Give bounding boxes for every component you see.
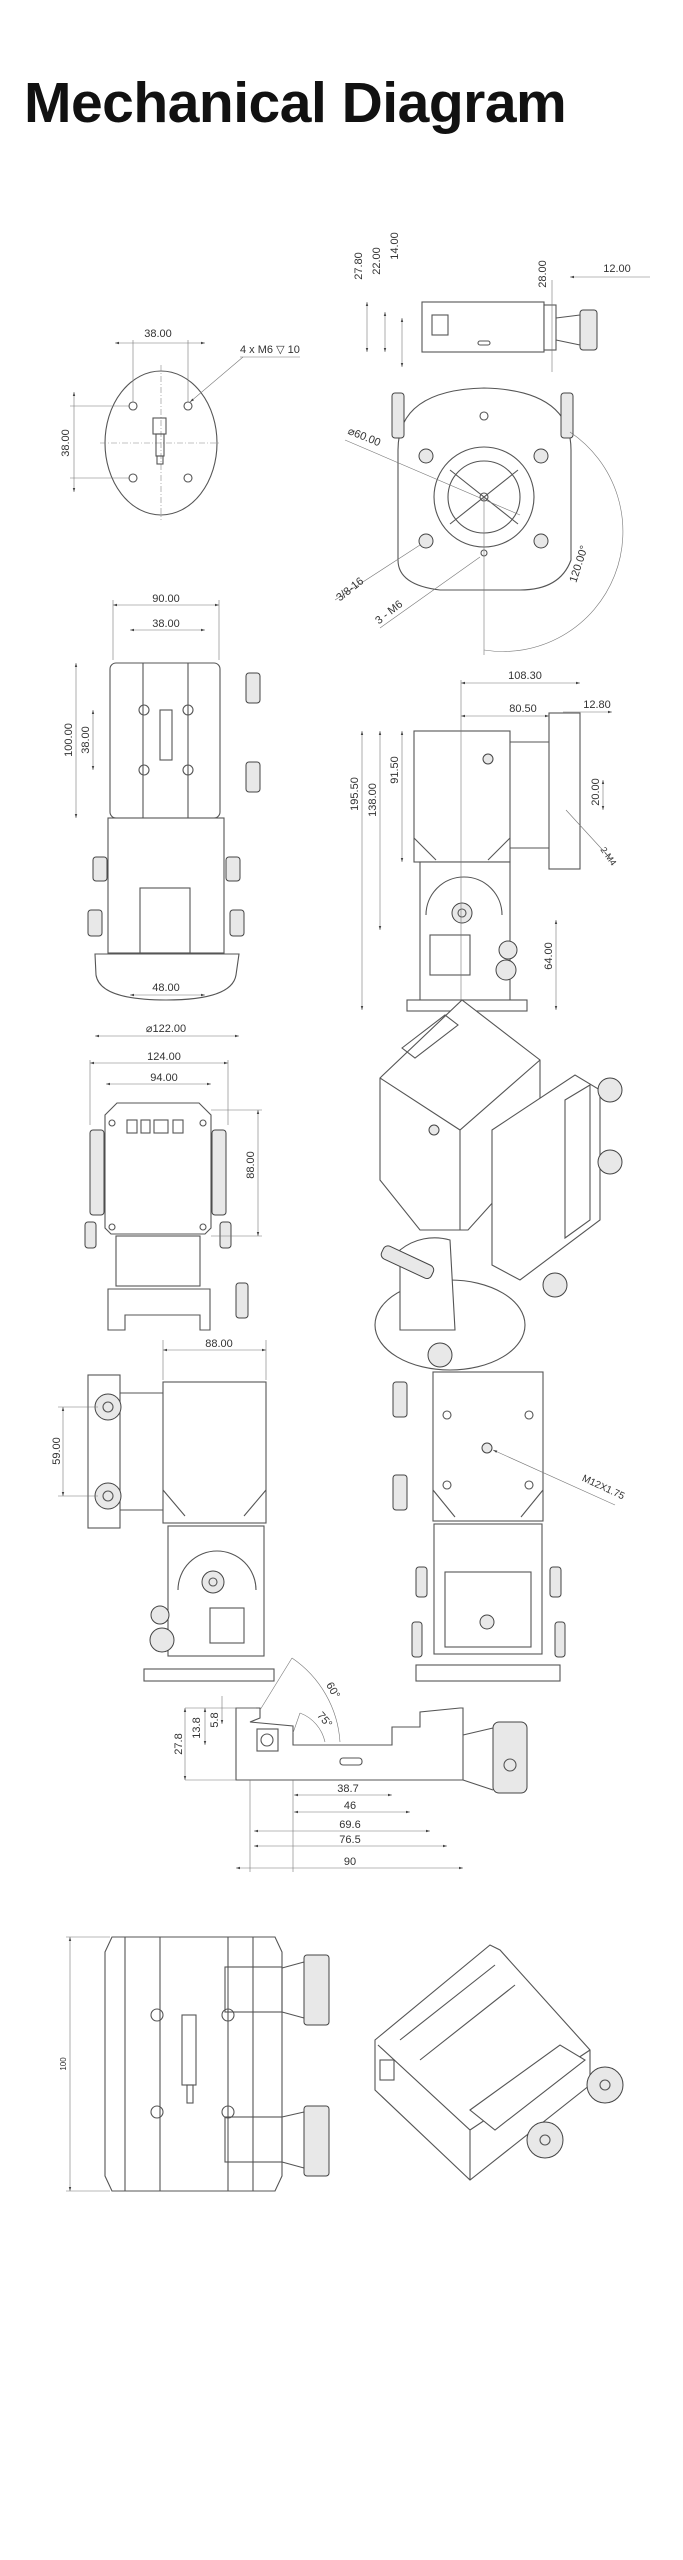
dim-124-00: 124.00 xyxy=(147,1051,181,1063)
dim-diameter-60: ⌀60.00 xyxy=(346,425,382,449)
dim-angle-75: 75° xyxy=(314,1710,334,1730)
dim-108-30: 108.30 xyxy=(508,670,542,682)
rear-view: 124.00 94.00 88.00 xyxy=(84,1051,262,1331)
dim-14-00: 14.00 xyxy=(389,232,401,260)
page-title: Mechanical Diagram xyxy=(24,71,567,135)
right-view: M12X1.75 xyxy=(392,1371,626,1682)
isometric-view xyxy=(374,999,623,1371)
clamp-isometric-view xyxy=(374,1944,624,2181)
dim-38-00-v: 38.00 xyxy=(80,726,92,754)
dim-76-5: 76.5 xyxy=(339,1834,360,1846)
dim-88-00: 88.00 xyxy=(245,1151,257,1179)
label-thread-3-m6: 3 - M6 xyxy=(373,598,405,627)
dim-59-00: 59.00 xyxy=(51,1437,63,1465)
dim-13-8: 13.8 xyxy=(191,1717,203,1738)
dim-38-00-h: 38.00 xyxy=(152,618,180,630)
dim-plate-height: 38.00 xyxy=(60,429,72,457)
dim-5-8: 5.8 xyxy=(209,1712,221,1727)
label-plate-holes: 4 x M6 ▽ 10 xyxy=(240,344,300,356)
dim-69-6: 69.6 xyxy=(339,1819,360,1831)
dim-22-00: 22.00 xyxy=(371,247,383,275)
dim-48-00: 48.00 xyxy=(152,982,180,994)
dim-90: 90 xyxy=(344,1856,356,1868)
side-view: 108.30 80.50 12.80 195.50 138.00 91.50 2… xyxy=(349,670,618,1012)
dim-27-8: 27.8 xyxy=(173,1733,185,1754)
dim-angle-60: 60° xyxy=(323,1680,342,1700)
dim-64-00: 64.00 xyxy=(543,942,555,970)
label-thread-2-m4: 2-M4 xyxy=(598,845,618,868)
label-thread-m12: M12X1.75 xyxy=(580,1473,626,1502)
dim-80-50: 80.50 xyxy=(509,703,537,715)
dim-46: 46 xyxy=(344,1800,356,1812)
dim-94-00: 94.00 xyxy=(150,1072,178,1084)
label-thread-3-8-16: 3/8-16 xyxy=(334,575,366,604)
dim-91-50: 91.50 xyxy=(389,756,401,784)
clamp-side-view: 60° 75° 27.8 13.8 5.8 38.7 46 69.6 76.5 … xyxy=(173,1657,528,1872)
dim-90-00: 90.00 xyxy=(152,593,180,605)
dim-138-00: 138.00 xyxy=(367,783,379,817)
left-view: 88.00 59.00 xyxy=(51,1338,275,1682)
clamp-top-view: 100 xyxy=(59,1936,330,2192)
front-view: 90.00 38.00 100.00 38.00 48.00 ⌀122.00 xyxy=(63,593,261,1038)
dim-20-00: 20.00 xyxy=(590,778,602,806)
dim-12-80: 12.80 xyxy=(583,699,611,711)
bottom-view: 27.80 22.00 14.00 28.00 12.00 ⌀60.00 3/8… xyxy=(334,232,650,655)
dim-195-50: 195.50 xyxy=(349,777,361,811)
dim-88-00-width: 88.00 xyxy=(205,1338,233,1350)
dim-100-00: 100.00 xyxy=(63,723,75,757)
base-plate-view: 38.00 38.00 4 x M6 ▽ 10 xyxy=(60,328,300,520)
dim-12-00: 12.00 xyxy=(603,263,631,275)
dim-diameter-122: ⌀122.00 xyxy=(146,1023,186,1035)
dim-plate-width: 38.00 xyxy=(144,328,172,340)
dim-28-00: 28.00 xyxy=(537,260,549,288)
dim-27-80: 27.80 xyxy=(353,252,365,280)
dim-100: 100 xyxy=(59,2057,68,2071)
dim-38-7: 38.7 xyxy=(337,1783,358,1795)
